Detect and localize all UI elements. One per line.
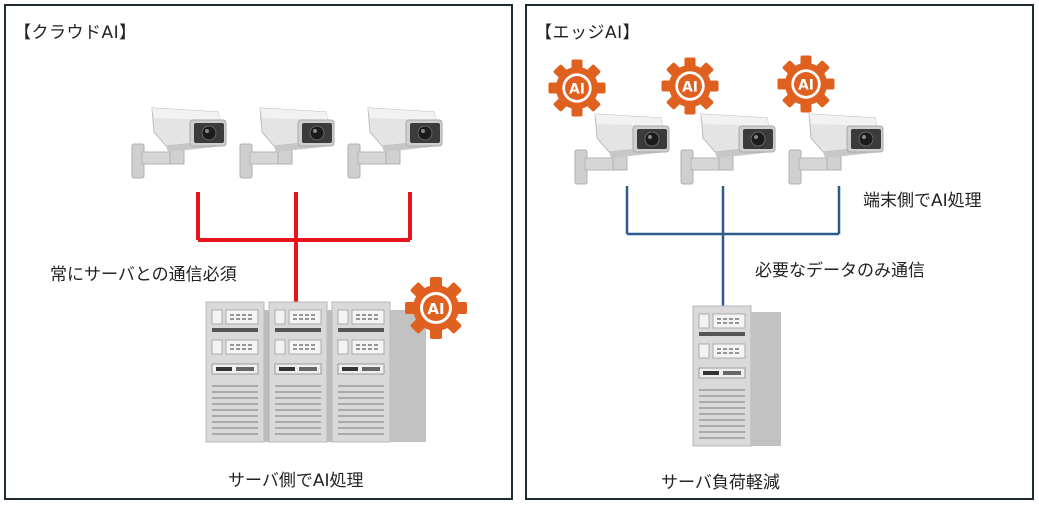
ai-badge-text: AI: [427, 300, 444, 318]
connection-lines: [625, 186, 841, 306]
cloud-diagram: AI: [131, 107, 467, 443]
camera-icon: [680, 113, 776, 185]
camera-icon: [788, 113, 884, 185]
server-label: サーバ負荷軽減: [661, 473, 780, 493]
panel-title: 【クラウドAI】: [14, 23, 137, 43]
ai-gear-icon: AI: [777, 55, 835, 113]
connection-lines: [196, 192, 412, 302]
edge-ai-panel: 【エッジAI】 AI AI AI 端末側で: [525, 4, 1034, 500]
server-label: サーバ側でAI処理: [228, 471, 364, 491]
ai-badge-text: AI: [798, 78, 814, 94]
ai-gear-icon: AI: [548, 59, 606, 117]
connection-label: 常にサーバとの通信必須: [50, 265, 237, 285]
camera-icon: [347, 107, 443, 179]
ai-badge-text: AI: [682, 80, 698, 96]
camera-icon: [239, 107, 335, 179]
server-icon: [692, 305, 781, 447]
edge-diagram: AI AI AI: [548, 55, 884, 447]
connection-label: 必要なデータのみ通信: [755, 261, 925, 281]
server-rack-icon: [205, 301, 426, 443]
camera-icon: [574, 113, 670, 185]
ai-gear-icon: AI: [405, 277, 467, 339]
ai-badge-text: AI: [569, 82, 585, 98]
camera-icon: [131, 107, 227, 179]
edge-processing-label: 端末側でAI処理: [863, 191, 982, 211]
ai-gear-icon: AI: [661, 57, 719, 115]
cloud-ai-panel: 【クラウドAI】 AI 常にサーバとの通信必須 サーバ側でAI処理: [4, 4, 513, 500]
panel-title: 【エッジAI】: [535, 23, 641, 43]
